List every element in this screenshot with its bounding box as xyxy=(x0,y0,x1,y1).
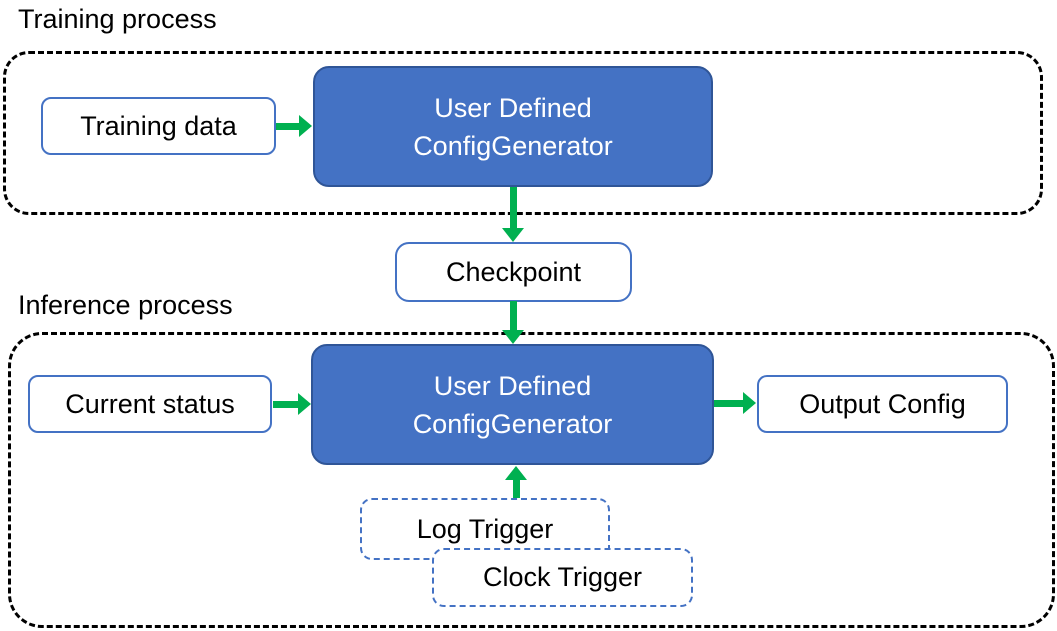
checkpoint-box: Checkpoint xyxy=(395,242,632,302)
log-trigger-label: Log Trigger xyxy=(416,513,554,544)
arrow-generator-to-output-config xyxy=(714,392,756,414)
training-data-box: Training data xyxy=(41,97,276,155)
training-config-generator-box: User Defined ConfigGenerator xyxy=(313,66,713,187)
arrow-current-status-to-generator xyxy=(273,393,311,415)
arrow-down-head-icon xyxy=(502,228,524,242)
current-status-box: Current status xyxy=(28,375,272,433)
training-data-label: Training data xyxy=(80,110,237,141)
current-status-label: Current status xyxy=(65,388,235,419)
arrow-up-head-icon xyxy=(505,466,527,480)
training-process-label: Training process xyxy=(18,4,217,34)
arrow-training-data-to-generator xyxy=(276,115,312,137)
clock-trigger-label: Clock Trigger xyxy=(482,562,643,592)
arrow-generator-to-checkpoint xyxy=(501,187,525,242)
checkpoint-label: Checkpoint xyxy=(445,256,582,287)
arrow-shaft xyxy=(512,480,520,498)
training-config-generator-line2: ConfigGenerator xyxy=(413,130,613,161)
inference-config-generator-line1: User Defined xyxy=(433,370,592,401)
arrow-down-head-icon xyxy=(502,330,524,344)
inference-config-generator-box: User Defined ConfigGenerator xyxy=(311,344,714,465)
inference-process-label: Inference process xyxy=(18,290,233,320)
inference-config-generator-line2: ConfigGenerator xyxy=(412,408,613,439)
training-config-generator-line1: User Defined xyxy=(434,92,592,123)
arrow-triggers-to-generator xyxy=(504,466,528,498)
arrow-right-head-icon xyxy=(298,393,311,415)
training-process-container xyxy=(3,51,1043,215)
arrow-shaft xyxy=(273,400,298,408)
arrow-shaft xyxy=(509,301,517,330)
arrow-shaft xyxy=(714,399,743,407)
arrow-right-head-icon xyxy=(743,392,756,414)
clock-trigger-box: Clock Trigger xyxy=(432,548,693,607)
output-config-label: Output Config xyxy=(799,388,966,419)
arrow-checkpoint-to-generator xyxy=(501,301,525,344)
arrow-shaft xyxy=(509,187,517,228)
output-config-box: Output Config xyxy=(757,375,1008,433)
arrow-shaft xyxy=(276,122,299,130)
inference-process-container xyxy=(8,332,1055,628)
arrow-right-head-icon xyxy=(299,115,312,137)
